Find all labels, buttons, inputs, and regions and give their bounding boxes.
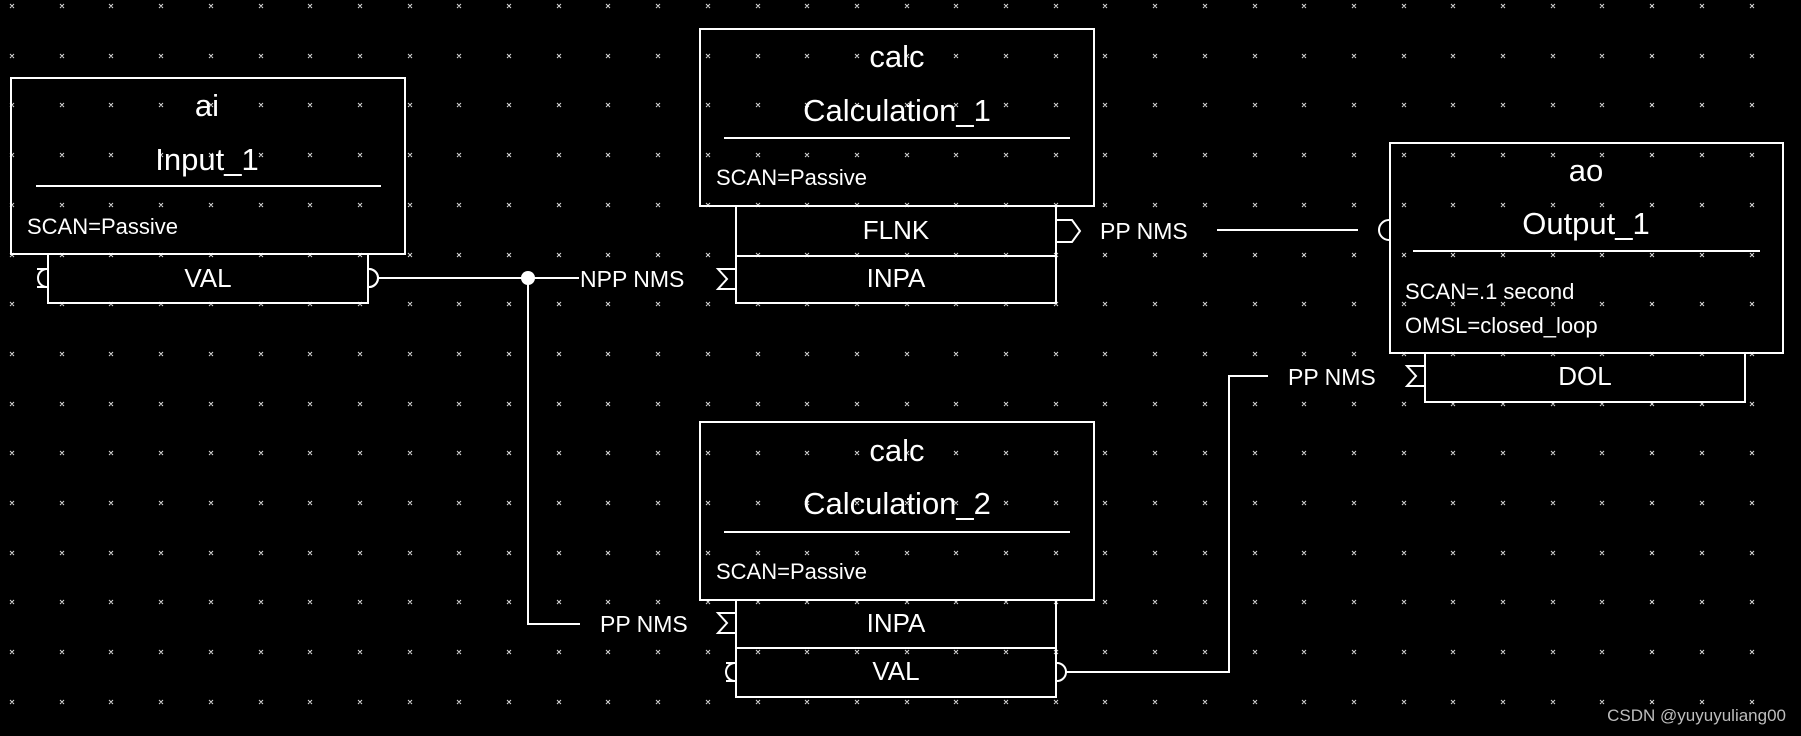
field-inpa-label: INPA <box>867 263 926 293</box>
field-inpa-box[interactable] <box>735 255 1057 304</box>
record-type: ai <box>195 88 219 123</box>
field-inpa-label: INPA <box>867 608 926 638</box>
forward-link-input-icon <box>1378 219 1390 241</box>
input-port-icon <box>725 662 736 682</box>
record-name: Output_1 <box>1522 206 1650 241</box>
record-prop-scan: SCAN=Passive <box>27 214 178 239</box>
record-name: Input_1 <box>155 142 258 177</box>
link-label: PP NMS <box>1288 364 1376 390</box>
output-port-icon <box>1056 662 1068 682</box>
record-ai-input-1[interactable]: ai Input_1 SCAN=Passive VAL <box>10 77 406 304</box>
field-flnk-label: FLNK <box>863 215 930 245</box>
forward-link-port-icon <box>1057 219 1082 243</box>
link-wire <box>527 278 580 625</box>
field-dol-box[interactable] <box>1424 352 1746 403</box>
link-label: PP NMS <box>600 611 688 637</box>
record-type: calc <box>869 433 924 468</box>
record-calc-calculation-1[interactable]: calc Calculation_1 SCAN=Passive FLNK INP… <box>699 28 1095 304</box>
sigma-input-port-icon <box>715 268 735 290</box>
record-type: calc <box>869 39 924 74</box>
record-calc-calculation-2[interactable]: calc Calculation_2 SCAN=Passive INPA VAL <box>699 421 1095 698</box>
link-label: PP NMS <box>1100 218 1188 244</box>
link-ai-val-to-calc2-inpa[interactable]: PP NMS <box>527 278 688 637</box>
sigma-input-port-icon <box>1404 365 1424 387</box>
field-val-box[interactable] <box>47 253 369 304</box>
record-ao-output-1[interactable]: ao Output_1 SCAN=.1 second OMSL=closed_l… <box>1378 142 1784 403</box>
link-calc1-flnk-to-ao[interactable]: PP NMS <box>1100 218 1358 244</box>
field-val-label: VAL <box>184 263 231 293</box>
link-calc2-val-to-ao-dol[interactable]: PP NMS <box>1066 364 1376 673</box>
link-ai-val-to-calc1-inpa[interactable]: NPP NMS <box>378 266 684 292</box>
link-label: NPP NMS <box>580 266 684 292</box>
watermark: CSDN @yuyuyuliang00 <box>1607 706 1786 725</box>
input-port-icon <box>37 268 48 288</box>
field-val-label: VAL <box>872 656 919 686</box>
record-type: ao <box>1569 153 1603 188</box>
record-prop-scan: SCAN=Passive <box>716 559 867 584</box>
output-port-ring <box>368 268 380 288</box>
field-val-box[interactable] <box>735 647 1057 698</box>
record-prop-omsl: OMSL=closed_loop <box>1405 313 1598 338</box>
record-name: Calculation_1 <box>803 93 991 128</box>
record-name: Calculation_2 <box>803 486 991 521</box>
record-prop-scan: SCAN=Passive <box>716 165 867 190</box>
link-wire <box>1066 375 1268 673</box>
field-dol-label: DOL <box>1558 361 1611 391</box>
sigma-input-port-icon <box>715 612 735 634</box>
record-prop-scan: SCAN=.1 second <box>1405 279 1574 304</box>
